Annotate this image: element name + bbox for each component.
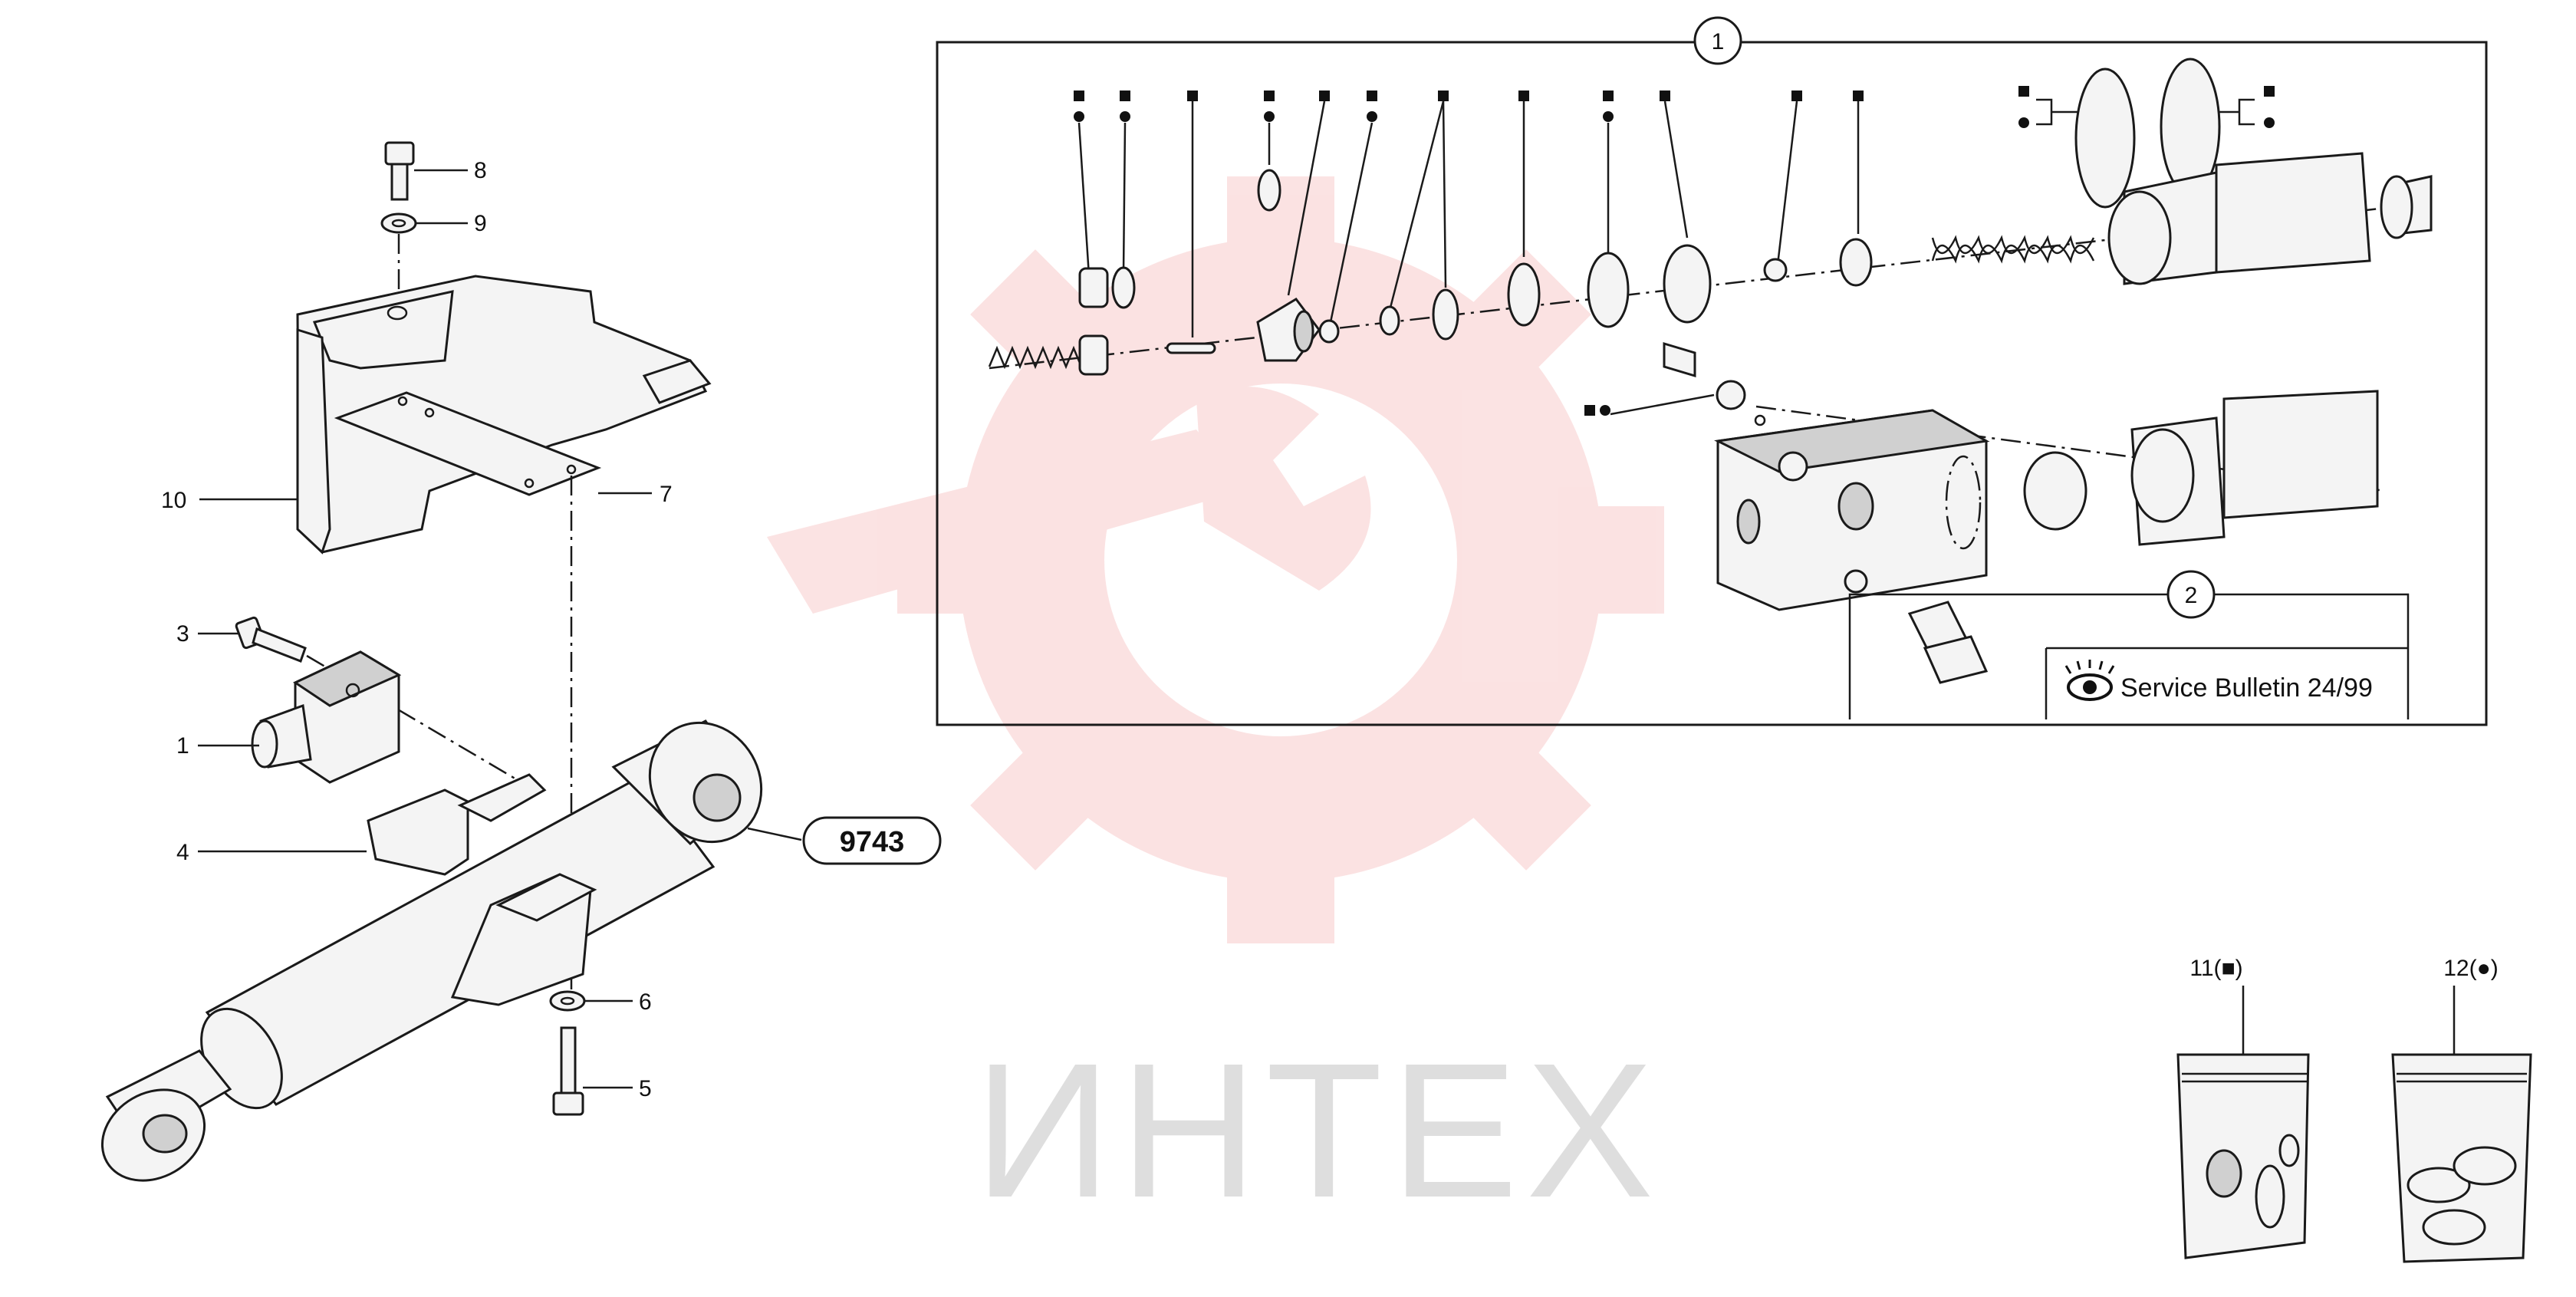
- valve-detail-frame: 1: [936, 16, 2488, 726]
- service-bulletin-text: Service Bulletin 24/99: [2120, 673, 2373, 703]
- detail-callout-1: 1: [1712, 29, 1725, 54]
- kit-bag-12: 12(●): [2391, 956, 2532, 1263]
- valve-block-1: [198, 650, 402, 784]
- callout-5: 5: [639, 1076, 652, 1101]
- washer-9: [380, 212, 468, 234]
- callout-9: 9: [474, 211, 487, 236]
- callout-3: 3: [176, 621, 189, 647]
- bracket-10: [199, 275, 712, 555]
- detail-callout-2: 2: [2185, 583, 2198, 608]
- kit-bag-11: 11(■): [2176, 956, 2310, 1259]
- watermark-text: ИНТЕХ: [974, 1023, 1661, 1237]
- callout-4: 4: [176, 840, 189, 865]
- reference-badge[interactable]: 9743: [802, 816, 942, 865]
- washer-6: [549, 990, 633, 1012]
- bolt-8: [384, 141, 468, 201]
- valve-side-parts: [1584, 341, 2379, 546]
- callout-10: 10: [161, 488, 186, 513]
- clamp-4: [198, 773, 547, 876]
- hydraulic-cylinder: [100, 719, 802, 1182]
- bolt-3: [198, 616, 307, 663]
- gear-watermark: [767, 176, 1664, 943]
- eye-icon: [2064, 660, 2115, 701]
- bolt-5: [552, 1026, 633, 1116]
- callout-6: 6: [639, 989, 652, 1015]
- callout-12: 12(●): [2443, 956, 2498, 981]
- valve-exploded-parts: [988, 58, 2433, 376]
- callout-8: 8: [474, 158, 487, 183]
- reference-number: 9743: [840, 826, 905, 858]
- callout-11: 11(■): [2189, 956, 2242, 981]
- callout-1: 1: [176, 733, 189, 759]
- clamp-lower: [450, 873, 597, 1006]
- callout-7: 7: [660, 482, 673, 507]
- plate-7: [334, 391, 652, 496]
- valve-body: [1714, 409, 1990, 611]
- service-bulletin-note[interactable]: Service Bulletin 24/99: [2064, 660, 2373, 703]
- service-subframe: 2: [1848, 570, 2410, 719]
